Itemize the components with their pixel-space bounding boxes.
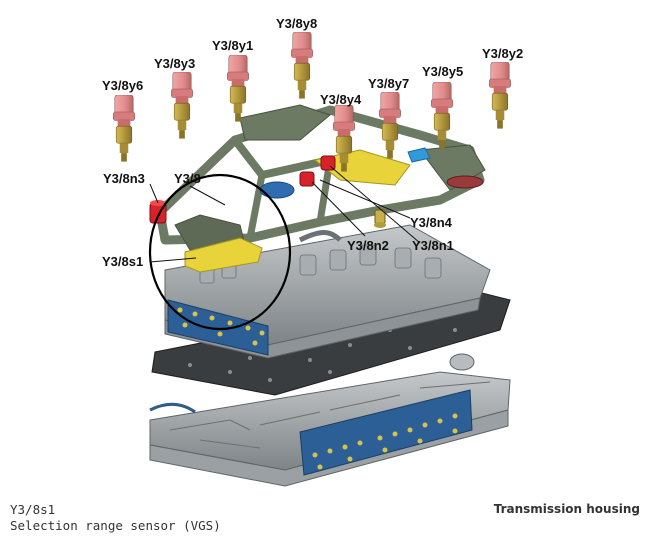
label-y3-8y3: Y3/8y3 xyxy=(154,56,195,71)
label-y3-8y4: Y3/8y4 xyxy=(320,92,362,107)
label-y3-8y8: Y3/8y8 xyxy=(276,16,317,31)
solenoid-y3-8y1 xyxy=(226,55,250,123)
label-y3-8y1: Y3/8y1 xyxy=(212,38,253,53)
label-y3-8: Y3/8 xyxy=(174,171,201,186)
solenoid-y3-8y3 xyxy=(170,72,194,140)
label-y3-8s1: Y3/8s1 xyxy=(102,254,143,269)
label-y3-8y7: Y3/8y7 xyxy=(368,76,409,91)
blue-connector-body xyxy=(265,184,289,192)
selection-range-sensor-body xyxy=(184,237,263,273)
upper-valve-body xyxy=(164,224,491,359)
label-y3-8y6: Y3/8y6 xyxy=(102,78,143,93)
solenoid-y3-8y7 xyxy=(378,92,402,160)
label-y3-8y2: Y3/8y2 xyxy=(482,46,523,61)
label-y3-8y5: Y3/8y5 xyxy=(422,64,463,79)
highlight-circle xyxy=(148,173,292,331)
lower-valve-body xyxy=(149,371,511,487)
caption-description: Selection range sensor (VGS) xyxy=(10,518,221,533)
callout-labels: Y3/8y6 Y3/8y3 Y3/8y1 Y3/8y8 Y3/8y2 Y3/8y… xyxy=(102,16,523,269)
solenoid-y3-8y8 xyxy=(290,32,314,100)
solenoid-y3-8y6 xyxy=(112,95,136,163)
yellow-connector-strip xyxy=(313,149,411,186)
label-y3-8n4: Y3/8n4 xyxy=(410,215,453,230)
speed-sensor-n1 xyxy=(320,155,336,171)
caption-code: Y3/8s1 xyxy=(10,502,56,517)
speed-sensor-n2 xyxy=(374,209,386,228)
blue-connector-right xyxy=(407,147,431,163)
leader-lines xyxy=(149,165,421,263)
label-y3-8n2: Y3/8n2 xyxy=(347,238,389,253)
speed-sensor-n3 xyxy=(149,200,167,224)
label-y3-8n1: Y3/8n1 xyxy=(412,238,454,253)
label-y3-8n3: Y3/8n3 xyxy=(103,171,145,186)
speed-sensor-n4 xyxy=(299,171,315,187)
solenoid-y3-8y2 xyxy=(488,62,512,130)
caption-housing: Transmission housing xyxy=(493,502,640,516)
